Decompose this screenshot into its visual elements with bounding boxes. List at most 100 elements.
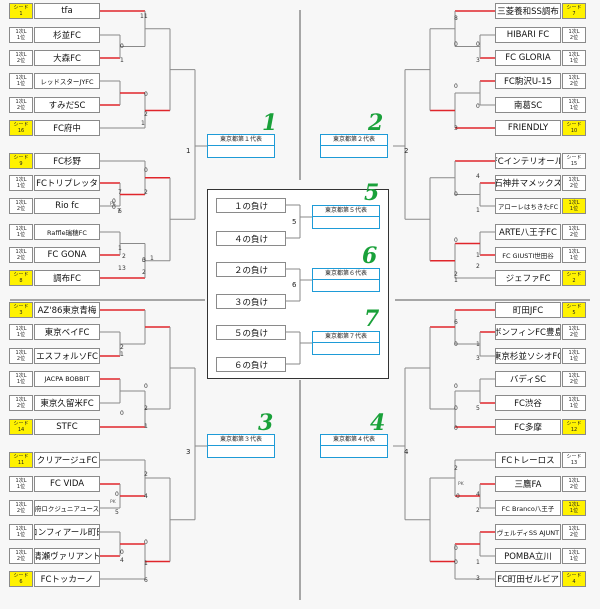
match-score: 2 — [144, 189, 148, 196]
seed-line-2: 2位 — [569, 232, 579, 238]
seed-line-1: 1次L — [568, 75, 580, 81]
team-slot: FCインテリオール — [495, 153, 561, 169]
rep-number-7: 7 — [364, 306, 380, 332]
team-slot: FC多摩 — [495, 419, 561, 435]
match-score: 0 — [112, 204, 116, 211]
seed-line-1: 1次L — [15, 29, 27, 35]
team-slot: 府ロクジュニアユース — [34, 500, 100, 516]
team-slot: 調布FC — [34, 270, 100, 286]
seed-line-2: 1位 — [16, 332, 26, 338]
seed-line-2: 2位 — [569, 379, 579, 385]
match-score: 5 — [115, 509, 119, 516]
match-score: 0 — [144, 539, 148, 546]
match-score: 3 — [122, 265, 126, 272]
seed-line-2: 2位 — [16, 206, 26, 212]
team-slot: 石神井マメックス — [495, 175, 561, 191]
rep-box-7: 東京都第７代表 — [312, 331, 380, 355]
team-slot: FC GIUSTI世田谷 — [495, 247, 561, 263]
seed-line-2: 2位 — [16, 403, 26, 409]
seed-line-1: シード — [566, 5, 582, 11]
team-slot: tfa — [34, 3, 100, 19]
seed-line-2: 5 — [572, 310, 576, 316]
seed-line-2: 2位 — [16, 58, 26, 64]
match-score: 0 — [144, 91, 148, 98]
team-slot: Rio fc — [34, 198, 100, 214]
seed-line-2: 1位 — [16, 532, 26, 538]
team-slot: 東京ベイFC — [34, 324, 100, 340]
seed-line-1: 1次L — [15, 177, 27, 183]
rep-number-4: 4 — [370, 410, 386, 436]
seed-line-1: 1次L — [15, 478, 27, 484]
rep-number-3: 3 — [258, 410, 274, 436]
seed-line-2: 2位 — [16, 356, 26, 362]
seed-line-2: 2 — [572, 278, 576, 284]
team-slot: バディSC — [495, 371, 561, 387]
seed-line-2: 1位 — [16, 81, 26, 87]
rep-box-2: 東京都第２代表 — [320, 134, 388, 158]
match-score: 5 — [476, 405, 480, 412]
consolation-slot-4: ３の負け — [216, 294, 286, 309]
match-number-4: 4 — [404, 448, 409, 456]
rep-number-6: 6 — [362, 243, 378, 269]
match-score: 0 — [454, 545, 458, 552]
consolation-slot-3: ２の負け — [216, 262, 286, 277]
team-slot: 杉並FC — [34, 27, 100, 43]
match-score: 0 — [120, 549, 124, 556]
team-slot: FC GLORIA — [495, 50, 561, 66]
rep-label-1: 東京都第１代表 — [208, 135, 274, 146]
team-slot: ボンフィンFC豊島 — [495, 324, 561, 340]
match-score: 2 — [476, 263, 480, 270]
match-score: 1 — [141, 120, 145, 127]
match-score: 3 — [476, 57, 480, 64]
team-slot: レッドスターJYFC — [34, 73, 100, 89]
match-number-6: 6 — [292, 281, 297, 289]
consolation-slot-6: ６の負け — [216, 357, 286, 372]
consolation-slot-1: １の負け — [216, 198, 286, 213]
seed-line-1: シード — [566, 573, 582, 579]
match-score: 1 — [118, 245, 122, 252]
seed-line-1: シード — [13, 272, 29, 278]
match-score: 3 — [454, 125, 458, 132]
team-slot: 南葛SC — [495, 97, 561, 113]
seed-line-2: 1位 — [16, 379, 26, 385]
seed-line-2: 2位 — [16, 556, 26, 562]
match-score: 1 — [120, 57, 124, 64]
seed-line-1: シード — [13, 5, 29, 11]
seed-line-2: 4 — [572, 579, 576, 585]
team-slot: ARTE八王子FC — [495, 224, 561, 240]
match-score: 0 — [454, 559, 458, 566]
seed-line-2: 1 — [19, 11, 23, 17]
seed-line-1: 1次L — [15, 200, 27, 206]
match-score: 3 — [476, 355, 480, 362]
seed-line-1: 1次L — [15, 502, 27, 508]
seed-line-1: 1次L — [568, 550, 580, 556]
match-score: 4 — [144, 493, 148, 500]
seed-line-1: 1次L — [568, 478, 580, 484]
match-score: 4 — [120, 557, 124, 564]
rep-box-1: 東京都第１代表 — [207, 134, 275, 158]
match-score: 1 — [120, 351, 124, 358]
match-score: 0 — [454, 341, 458, 348]
seed-line-2: 1位 — [16, 232, 26, 238]
seed-line-2: 12 — [570, 427, 578, 433]
rep-box-5: 東京都第５代表 — [312, 205, 380, 229]
